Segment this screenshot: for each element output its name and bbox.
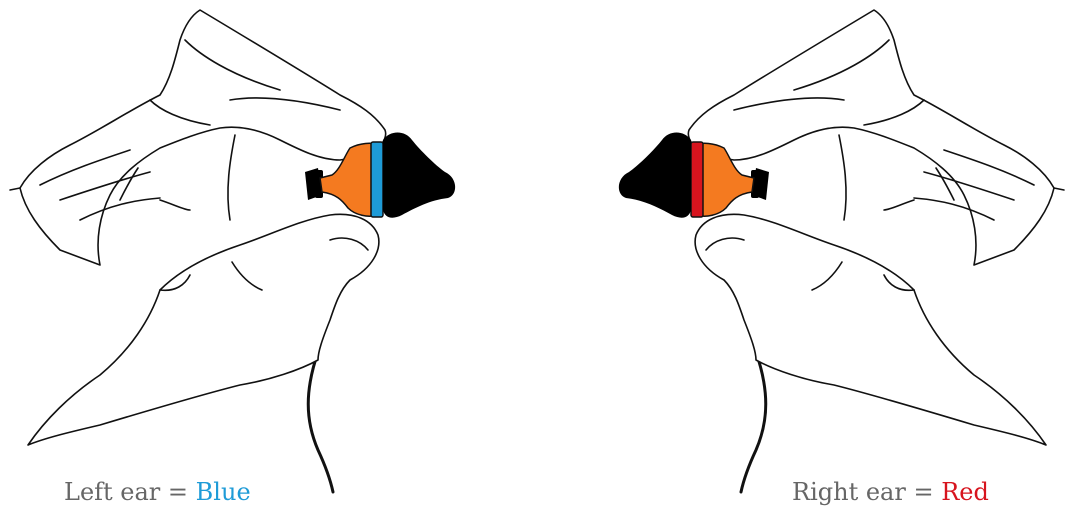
left-color-name: Blue (196, 478, 251, 506)
left-ear-label: Left ear (64, 478, 160, 506)
left-ear-caption: Left ear = Blue (64, 478, 251, 506)
right-ear-label: Right ear (792, 478, 906, 506)
right-equals-sign: = (913, 478, 933, 506)
left-equals-sign: = (168, 478, 188, 506)
right-hand-icon (688, 10, 1064, 492)
right-ear-caption: Right ear = Red (792, 478, 989, 506)
left-hand-icon (10, 10, 386, 492)
right-color-name: Red (941, 478, 989, 506)
right-hand-earplug-illustration (537, 0, 1074, 513)
left-hand-earplug-illustration (0, 0, 537, 513)
